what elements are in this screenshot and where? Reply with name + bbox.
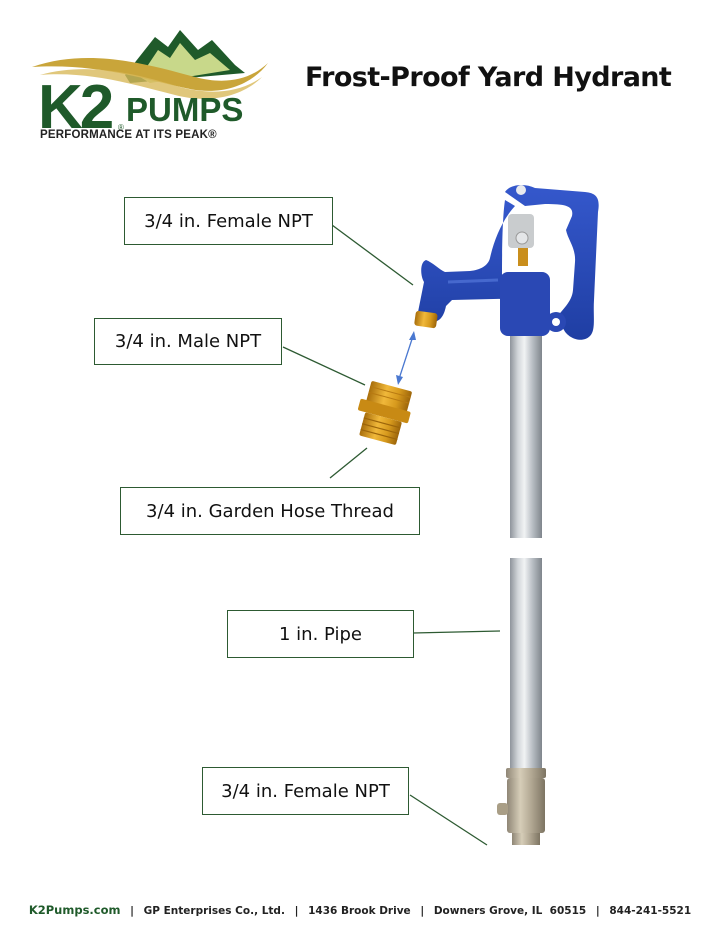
hydrant-head — [414, 184, 599, 340]
footer-separator: | — [420, 905, 425, 917]
callout-head-female-npt: 3/4 in. Female NPT — [124, 197, 333, 245]
callout-pipe: 1 in. Pipe — [227, 610, 414, 658]
footer-contact: K2Pumps.com | GP Enterprises Co., Ltd. |… — [0, 903, 720, 917]
logo-tagline: PERFORMANCE AT ITS PEAK® — [40, 129, 217, 141]
callout-bottom-female-npt: 3/4 in. Female NPT — [202, 767, 409, 815]
footer-separator: | — [130, 905, 134, 917]
logo-k2-text: K2 — [38, 73, 114, 142]
callout-label: 3/4 in. Female NPT — [144, 210, 313, 232]
lower-pipe — [510, 558, 542, 768]
logo-pumps-text: PUMPS — [126, 91, 244, 128]
callout-garden-hose-thread: 3/4 in. Garden Hose Thread — [120, 487, 420, 535]
callout-label: 3/4 in. Male NPT — [114, 331, 262, 352]
callout-label: 1 in. Pipe — [279, 623, 362, 645]
connection-arrow-icon — [396, 331, 416, 385]
footer-separator: | — [595, 905, 600, 917]
footer-separator: | — [294, 905, 299, 917]
upper-pipe — [510, 320, 542, 538]
k2-pumps-logo: K2 ® PUMPS PERFORMANCE AT ITS PEAK® — [30, 25, 270, 142]
footer-street: 1436 Brook Drive — [308, 905, 411, 917]
footer-company: GP Enterprises Co., Ltd. — [143, 905, 285, 917]
footer-city: Downers Grove, IL 60515 — [433, 905, 587, 917]
brass-hose-adapter — [358, 381, 412, 445]
callout-label: 3/4 in. Garden Hose Thread — [146, 500, 394, 522]
mountain-swoosh-icon — [32, 30, 268, 99]
callout-adapter-male-npt: 3/4 in. Male NPT — [94, 318, 282, 365]
footer-website-link[interactable]: K2Pumps.com — [28, 903, 121, 917]
footer-phone: 844-241-5521 — [609, 905, 692, 917]
leader-lines — [282, 224, 501, 846]
callout-label: 3/4 in. Female NPT — [221, 780, 390, 802]
logo-registered-mark: ® — [118, 123, 124, 132]
valve-body — [497, 768, 546, 845]
page-title: Frost-Proof Yard Hydrant — [305, 62, 672, 93]
